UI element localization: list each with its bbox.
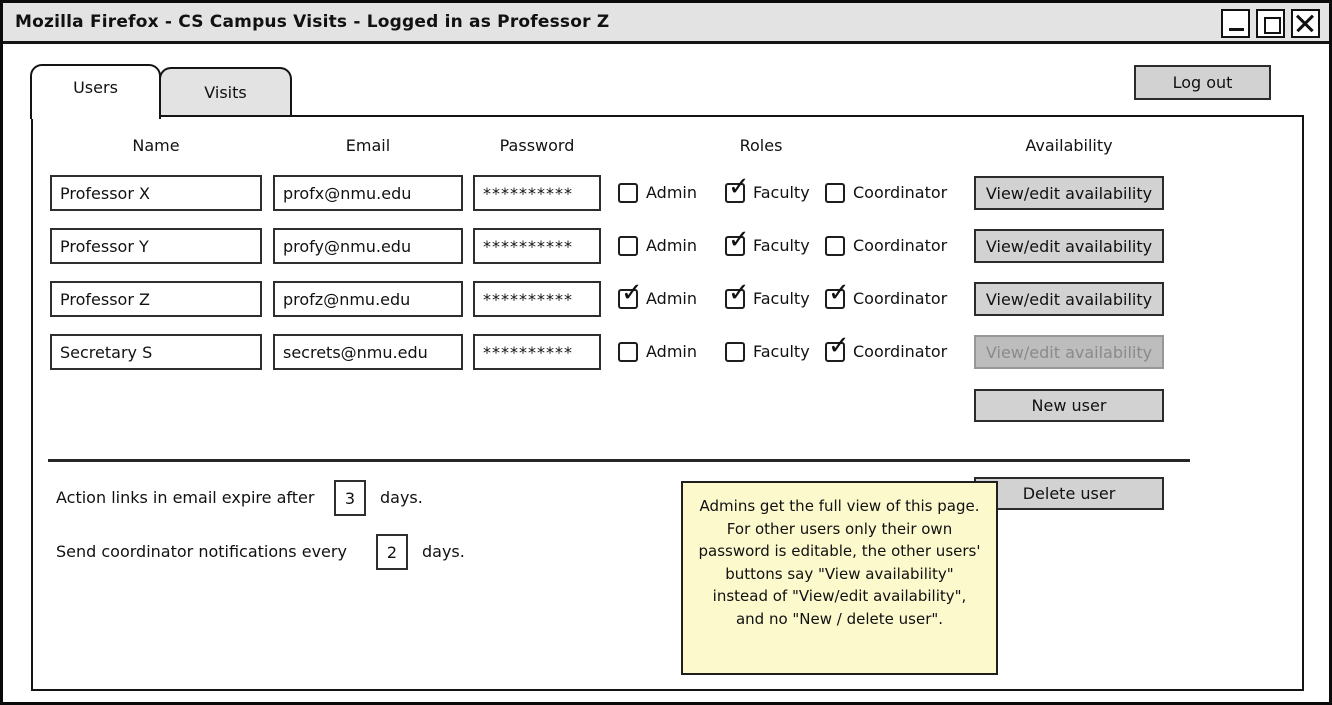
admin-checkbox-label: Admin	[646, 236, 697, 255]
faculty-checkbox[interactable]: ✓	[725, 174, 750, 203]
faculty-checkbox-label: Faculty	[753, 289, 810, 308]
checkmark-icon: ✓	[828, 278, 850, 308]
name-input[interactable]	[50, 175, 262, 211]
table-row: Admin ✓ Faculty Coordinator View/edit av…	[3, 174, 1329, 211]
admin-checkbox[interactable]: ✓	[618, 280, 643, 309]
window-titlebar[interactable]: Mozilla Firefox - CS Campus Visits - Log…	[3, 3, 1329, 44]
admin-checkbox-label: Admin	[646, 342, 697, 361]
name-input[interactable]	[50, 228, 262, 264]
column-header-roles: Roles	[739, 136, 783, 155]
email-input[interactable]	[273, 281, 463, 317]
view-edit-availability-button[interactable]: View/edit availability	[974, 176, 1164, 210]
coordinator-checkbox[interactable]	[825, 236, 845, 256]
logout-button[interactable]: Log out	[1134, 65, 1271, 100]
checkmark-icon: ✓	[728, 172, 750, 202]
close-icon[interactable]	[1291, 9, 1320, 38]
table-row: Admin ✓ Faculty Coordinator View/edit av…	[3, 227, 1329, 264]
notify-days-input[interactable]	[376, 534, 408, 570]
column-header-availability: Availability	[1025, 136, 1113, 155]
faculty-checkbox-label: Faculty	[753, 342, 810, 361]
view-edit-availability-button[interactable]: View/edit availability	[974, 229, 1164, 263]
name-input[interactable]	[50, 281, 262, 317]
admin-checkbox-label: Admin	[646, 183, 697, 202]
table-row: Admin Faculty ✓ Coordinator View/edit av…	[3, 333, 1329, 370]
expire-setting-label: Action links in email expire after	[56, 488, 315, 507]
coordinator-checkbox[interactable]: ✓	[825, 280, 850, 309]
checkmark-icon: ✓	[828, 331, 850, 361]
tab-users-label: Users	[73, 78, 118, 97]
coordinator-checkbox[interactable]: ✓	[825, 333, 850, 362]
view-edit-availability-button[interactable]: View/edit availability	[974, 282, 1164, 316]
table-row: ✓ Admin ✓ Faculty ✓ Coordinator View/edi…	[3, 280, 1329, 317]
admin-checkbox[interactable]	[618, 236, 638, 256]
delete-user-button[interactable]: Delete user	[974, 477, 1164, 510]
expire-setting-suffix: days.	[380, 488, 423, 507]
password-input[interactable]	[473, 281, 601, 317]
column-header-email: Email	[345, 136, 391, 155]
admin-checkbox-label: Admin	[646, 289, 697, 308]
name-input[interactable]	[50, 334, 262, 370]
password-input[interactable]	[473, 228, 601, 264]
coordinator-checkbox-label: Coordinator	[853, 183, 948, 202]
faculty-checkbox[interactable]	[725, 342, 745, 362]
admin-checkbox[interactable]	[618, 342, 638, 362]
faculty-checkbox-label: Faculty	[753, 183, 810, 202]
view-edit-availability-button[interactable]: View/edit availability	[974, 335, 1164, 369]
faculty-checkbox[interactable]: ✓	[725, 280, 750, 309]
window-title: Mozilla Firefox - CS Campus Visits - Log…	[15, 12, 610, 32]
password-input[interactable]	[473, 334, 601, 370]
active-tab-connector	[30, 109, 161, 119]
minimize-icon[interactable]	[1221, 9, 1250, 38]
annotation-note: Admins get the full view of this page. F…	[681, 481, 998, 675]
email-input[interactable]	[273, 175, 463, 211]
notify-setting-suffix: days.	[422, 542, 465, 561]
new-user-button[interactable]: New user	[974, 389, 1164, 422]
column-header-password: Password	[499, 136, 575, 155]
faculty-checkbox-label: Faculty	[753, 236, 810, 255]
email-input[interactable]	[273, 228, 463, 264]
window-controls	[1221, 9, 1320, 38]
faculty-checkbox[interactable]: ✓	[725, 227, 750, 256]
maximize-icon[interactable]	[1256, 9, 1285, 38]
checkmark-icon: ✓	[728, 278, 750, 308]
admin-checkbox[interactable]	[618, 183, 638, 203]
email-input[interactable]	[273, 334, 463, 370]
notify-setting-label: Send coordinator notifications every	[56, 542, 347, 561]
expire-days-input[interactable]	[334, 480, 366, 516]
checkmark-icon: ✓	[621, 278, 643, 308]
annotation-note-text: Admins get the full view of this page. F…	[698, 497, 981, 628]
tab-users[interactable]: Users	[30, 64, 161, 111]
coordinator-checkbox[interactable]	[825, 183, 845, 203]
section-divider	[48, 459, 1190, 462]
tab-visits[interactable]: Visits	[159, 67, 292, 115]
password-input[interactable]	[473, 175, 601, 211]
coordinator-checkbox-label: Coordinator	[853, 236, 948, 255]
column-header-name: Name	[132, 136, 180, 155]
coordinator-checkbox-label: Coordinator	[853, 342, 948, 361]
checkmark-icon: ✓	[728, 225, 750, 255]
tab-visits-label: Visits	[204, 82, 247, 102]
coordinator-checkbox-label: Coordinator	[853, 289, 948, 308]
